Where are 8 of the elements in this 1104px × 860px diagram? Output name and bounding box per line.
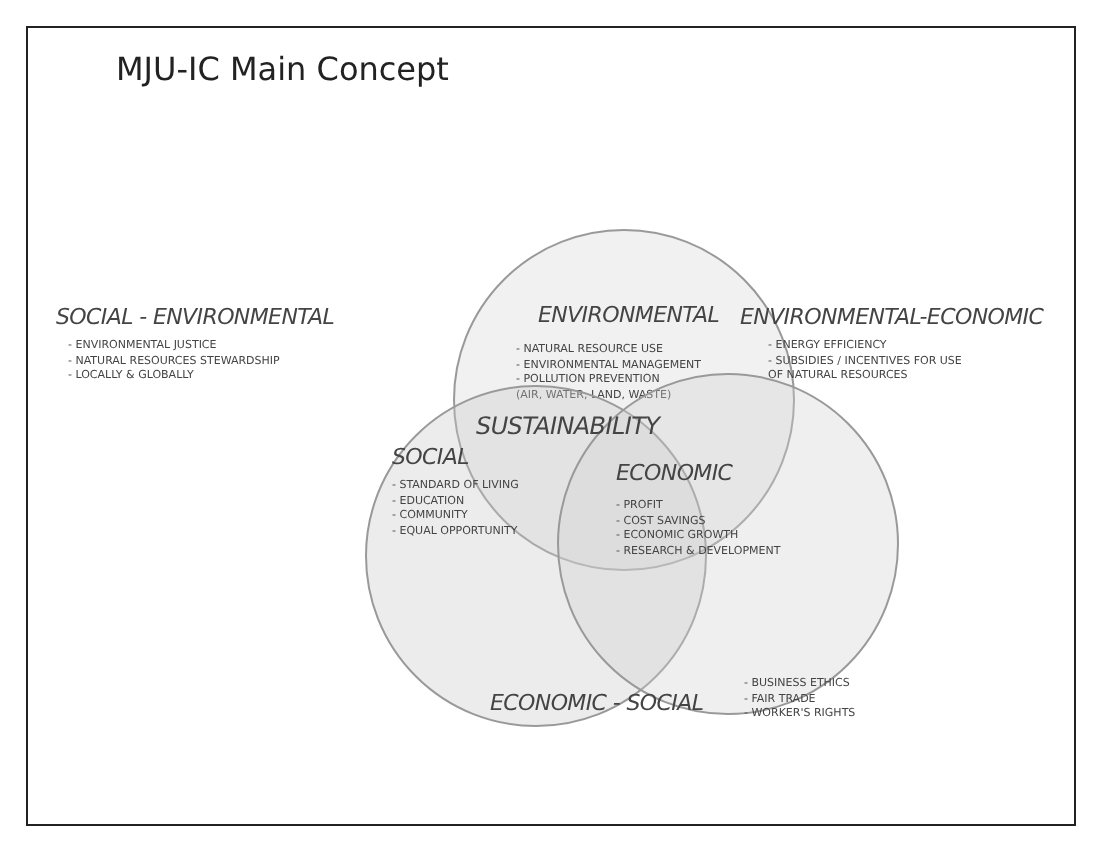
region-heading: ECONOMIC - SOCIAL <box>490 690 704 717</box>
circle-heading: ENVIRONMENTAL <box>538 302 720 329</box>
title: MJU-IC Main Concept <box>116 50 449 89</box>
center-label: SUSTAINABILITY <box>476 412 660 441</box>
circle-heading: ECONOMIC <box>616 460 733 487</box>
region-heading: ENVIRONMENTAL-ECONOMIC <box>740 304 1044 331</box>
circle-heading: SOCIAL <box>392 444 469 471</box>
region-heading: SOCIAL - ENVIRONMENTAL <box>56 304 335 331</box>
